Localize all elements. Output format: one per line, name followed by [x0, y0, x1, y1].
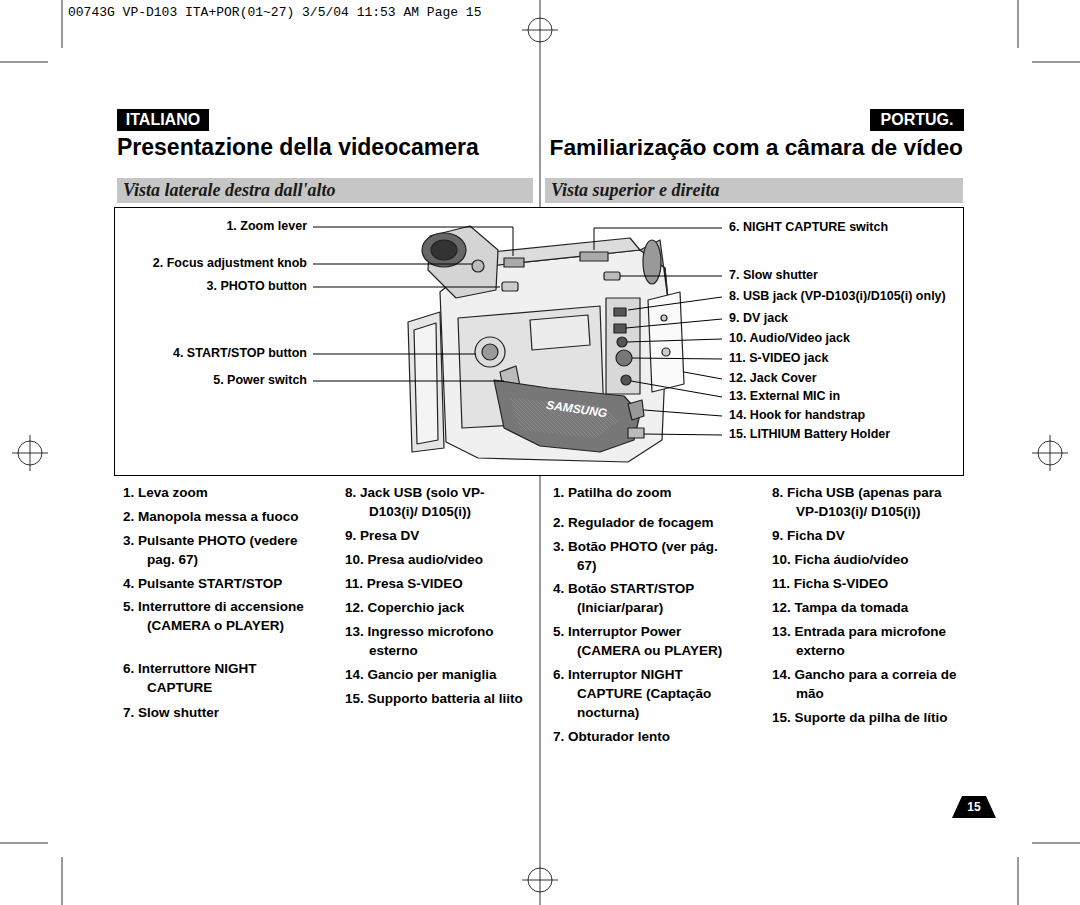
node-text: 15 [967, 800, 980, 814]
callout-label: 14. Hook for handstrap [729, 408, 865, 422]
callout-label: 7. Slow shutter [729, 268, 818, 282]
list-item: 5. Interruttore di accensione (CAMERA o … [123, 597, 311, 635]
callout-label: 13. External MIC in [729, 389, 840, 403]
list-item: 7. Slow shutter [123, 703, 311, 722]
list-item: 3. Botão PHOTO (ver pág. 67) [553, 537, 731, 575]
node-text: Vista superior e direita [551, 180, 720, 200]
callout-label: 6. NIGHT CAPTURE switch [729, 220, 888, 234]
list-item: 11. Ficha S-VIDEO [772, 574, 962, 593]
list-item: 15. Suporte da pilha de lítio [772, 708, 962, 727]
list-item: 12. Coperchio jack [345, 598, 531, 617]
language-tab: PORTUG. [870, 109, 964, 131]
callout-label: 1. Zoom lever [226, 219, 307, 233]
page-heading: Presentazione della videocamera [117, 134, 479, 161]
callout-label: 11. S-VIDEO jack [729, 351, 828, 365]
diagram-frame [115, 208, 964, 476]
list-item: 6. Interruptor NIGHT CAPTURE (Captação n… [553, 665, 731, 722]
node-text: Vista laterale destra dall'alto [123, 180, 336, 200]
list-item: 7. Obturador lento [553, 727, 731, 746]
list-item: 14. Gancho para a correia de mão [772, 665, 962, 703]
callout-label: 15. LITHIUM Battery Holder [729, 427, 890, 441]
list-item: 15. Supporto batteria al liito [345, 689, 531, 708]
leader-lines [313, 227, 722, 435]
camcorder-illustration [408, 226, 684, 462]
registration-marks [12, 18, 1068, 892]
list-item: 9. Presa DV [345, 526, 531, 545]
callout-label: 2. Focus adjustment knob [153, 256, 307, 270]
language-tab: ITALIANO [117, 109, 209, 131]
list-item: 8. Jack USB (solo VP-D103(i)/ D105(i)) [345, 483, 531, 521]
brand-logo: SAMSUNG [545, 398, 608, 420]
list-item: 11. Presa S-VIDEO [345, 574, 531, 593]
callout-label: 8. USB jack (VP-D103(i)/D105(i) only) [729, 289, 946, 303]
print-slug: 00743G VP-D103 ITA+POR(01~27) 3/5/04 11:… [68, 5, 481, 20]
section-band: Vista superior e direita [545, 178, 963, 203]
list-item: 3. Pulsante PHOTO (vedere pag. 67) [123, 531, 311, 569]
list-item: 4. Pulsante START/STOP [123, 574, 311, 593]
callout-label: 9. DV jack [729, 311, 788, 325]
node-text: PORTUG. [881, 111, 954, 128]
list-item: 10. Ficha áudio/vídeo [772, 550, 962, 569]
list-item: 8. Ficha USB (apenas para VP-D103(i)/ D1… [772, 483, 962, 521]
list-item: 4. Botão START/STOP (Iniciar/parar) [553, 579, 731, 617]
list-item: 2. Regulador de focagem [553, 513, 731, 532]
list-item: 1. Patilha do zoom [553, 483, 731, 502]
section-band: Vista laterale destra dall'alto [117, 178, 533, 203]
list-item: 2. Manopola messa a fuoco [123, 507, 311, 526]
callout-label: 4. START/STOP button [173, 346, 307, 360]
callout-label: 3. PHOTO button [207, 279, 307, 293]
list-item: 13. Ingresso microfono esterno [345, 622, 531, 660]
list-item: 6. Interruttore NIGHT CAPTURE [123, 659, 311, 697]
list-item: 12. Tampa da tomada [772, 598, 962, 617]
callout-label: 10. Audio/Video jack [729, 331, 850, 345]
list-item: 5. Interruptor Power (CAMERA ou PLAYER) [553, 622, 731, 660]
page-heading: Familiarização com a câmara de vídeo [550, 134, 964, 161]
node-text: ITALIANO [126, 111, 200, 128]
callout-label: 12. Jack Cover [729, 371, 817, 385]
list-item: 13. Entrada para microfone externo [772, 622, 962, 660]
list-item: 9. Ficha DV [772, 526, 962, 545]
list-item: 14. Gancio per maniglia [345, 665, 531, 684]
callout-label: 5. Power switch [213, 373, 307, 387]
list-item: 1. Leva zoom [123, 483, 311, 502]
list-item: 10. Presa audio/video [345, 550, 531, 569]
page-number-badge: 15 [952, 796, 996, 818]
